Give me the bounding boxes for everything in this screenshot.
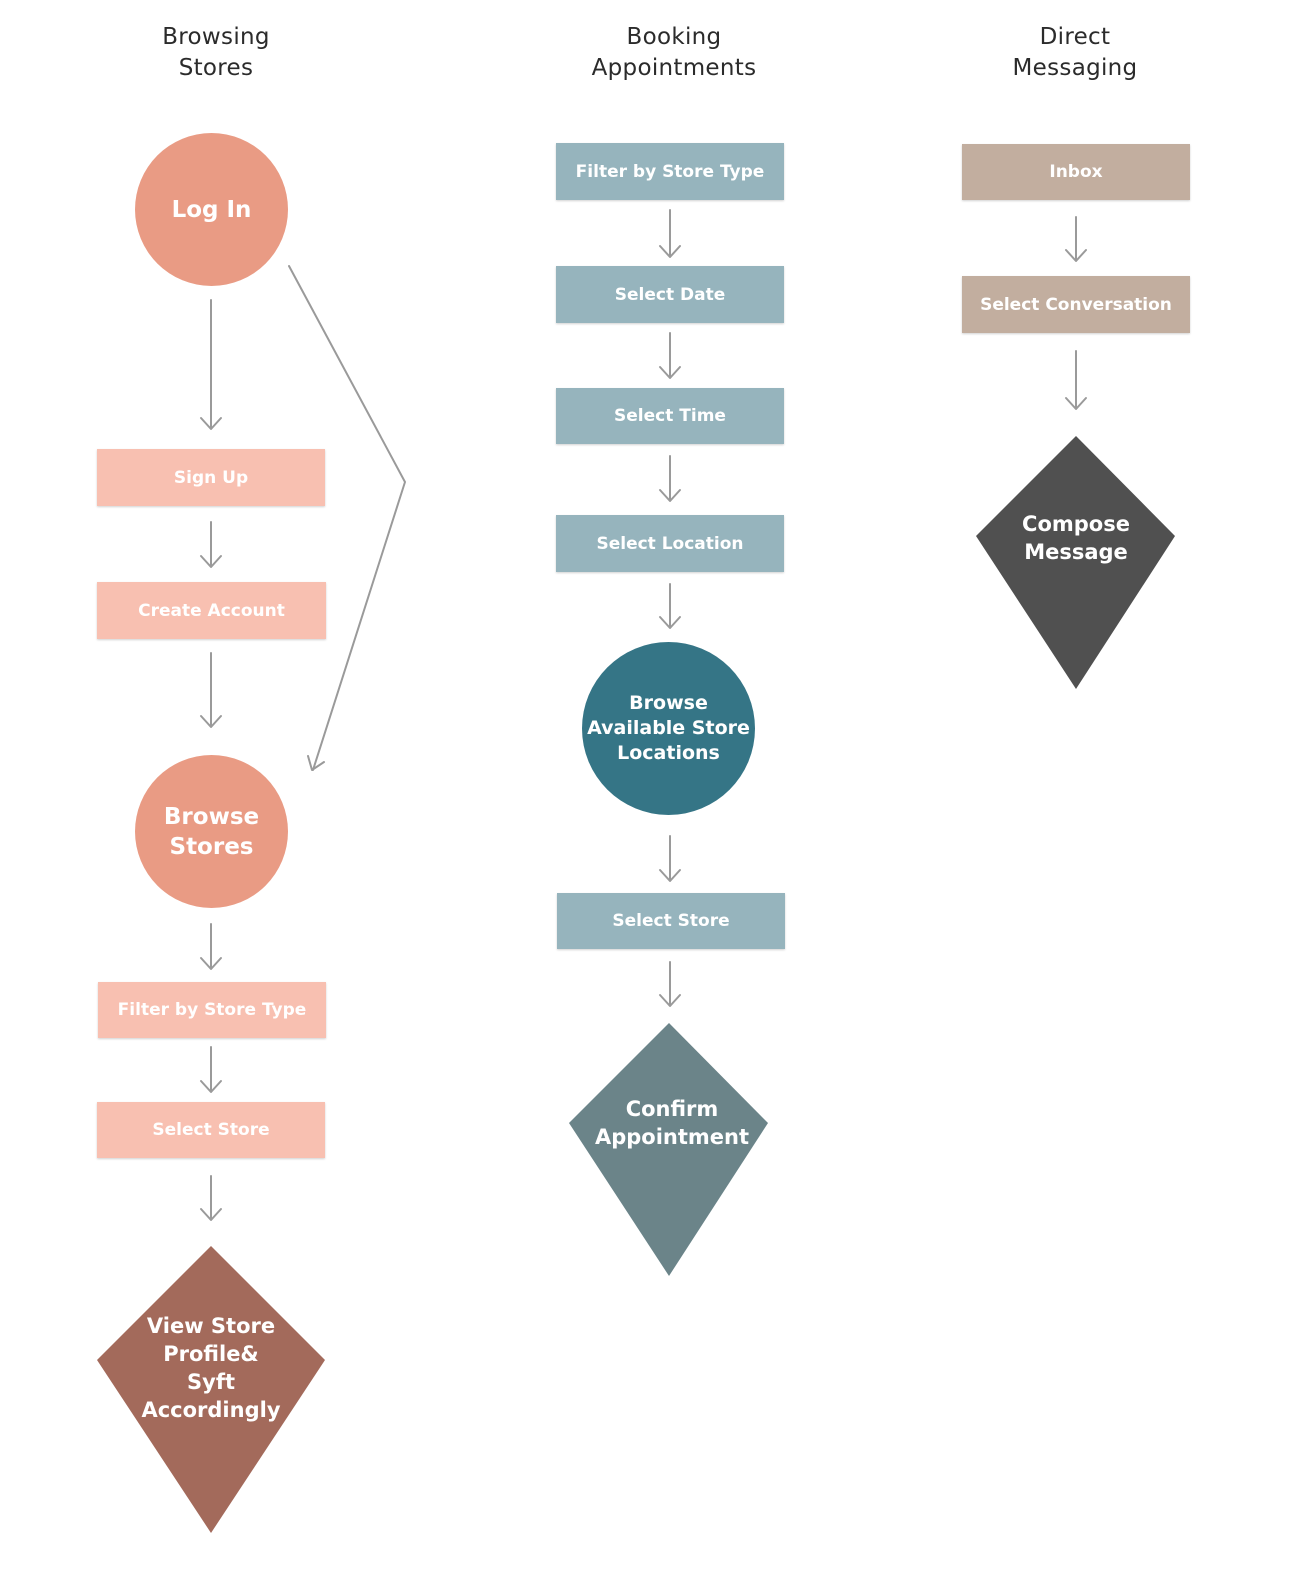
select-location-label: Select Location [596,533,744,554]
browse-stores-node: Browse Stores [135,755,288,908]
sign-up-node: Sign Up [97,449,325,506]
browsing-select-store-node: Select Store [97,1102,325,1158]
sign-up-label: Sign Up [173,467,249,488]
arrow-signup-to-create-account [200,521,222,568]
select-conversation-label: Select Conversation [980,294,1172,315]
arrow-select-time-to-select-location [659,455,681,502]
arrow-login-skip-to-browse [288,265,406,771]
compose-message-diamond [976,436,1175,689]
arrow-select-store-to-confirm [659,961,681,1007]
create-account-node: Create Account [97,582,326,639]
select-location-node: Select Location [556,515,784,572]
create-account-label: Create Account [138,600,285,621]
arrow-select-conversation-to-compose [1065,350,1087,410]
compose-message-label: Compose Message [1022,512,1130,564]
browse-stores-label: Browse Stores [163,803,260,860]
booking-select-store-label: Select Store [612,911,730,931]
browsing-select-store-label: Select Store [152,1120,270,1140]
browsing-filter-node: Filter by Store Type [98,982,326,1038]
arrow-select-date-to-select-time [659,332,681,379]
confirm-appointment-label: Confirm Appointment [594,1097,750,1149]
log-in-node: Log In [135,133,288,286]
arrow-select-store-to-view-profile [200,1175,222,1221]
arrow-create-account-to-browse [200,652,222,728]
column-title-booking-appointments: Booking Appointments [591,24,757,81]
view-store-profile-diamond [97,1246,325,1533]
booking-filter-node: Filter by Store Type [556,143,784,200]
arrow-login-to-signup [200,299,222,430]
confirm-appointment-diamond [569,1023,768,1276]
arrow-filter-to-select-store [200,1046,222,1093]
select-date-node: Select Date [556,266,784,323]
inbox-label: Inbox [1049,162,1103,182]
arrow-inbox-to-select-conversation [1065,216,1087,262]
inbox-node: Inbox [962,144,1190,200]
arrow-browse-to-select-store [659,835,681,882]
browsing-filter-label: Filter by Store Type [117,1000,307,1020]
browse-available-locations-node: Browse Available Store Locations [582,642,755,815]
column-title-browsing-stores: Browsing Stores [162,24,270,81]
booking-select-store-node: Select Store [557,893,785,949]
select-time-node: Select Time [556,388,784,444]
browse-available-locations-label: Browse Available Store Locations [587,692,750,764]
arrow-filter-to-select-date [659,209,681,258]
booking-filter-label: Filter by Store Type [575,161,765,182]
view-store-profile-label: View Store Profile& Syft Accordingly [141,1314,281,1422]
column-title-direct-messaging: Direct Messaging [1012,24,1138,81]
arrow-browse-to-filter [200,923,222,970]
select-date-label: Select Date [614,284,726,305]
select-conversation-node: Select Conversation [962,276,1190,333]
arrow-select-location-to-browse [659,583,681,629]
select-time-label: Select Time [614,406,726,426]
log-in-label: Log In [171,196,252,223]
